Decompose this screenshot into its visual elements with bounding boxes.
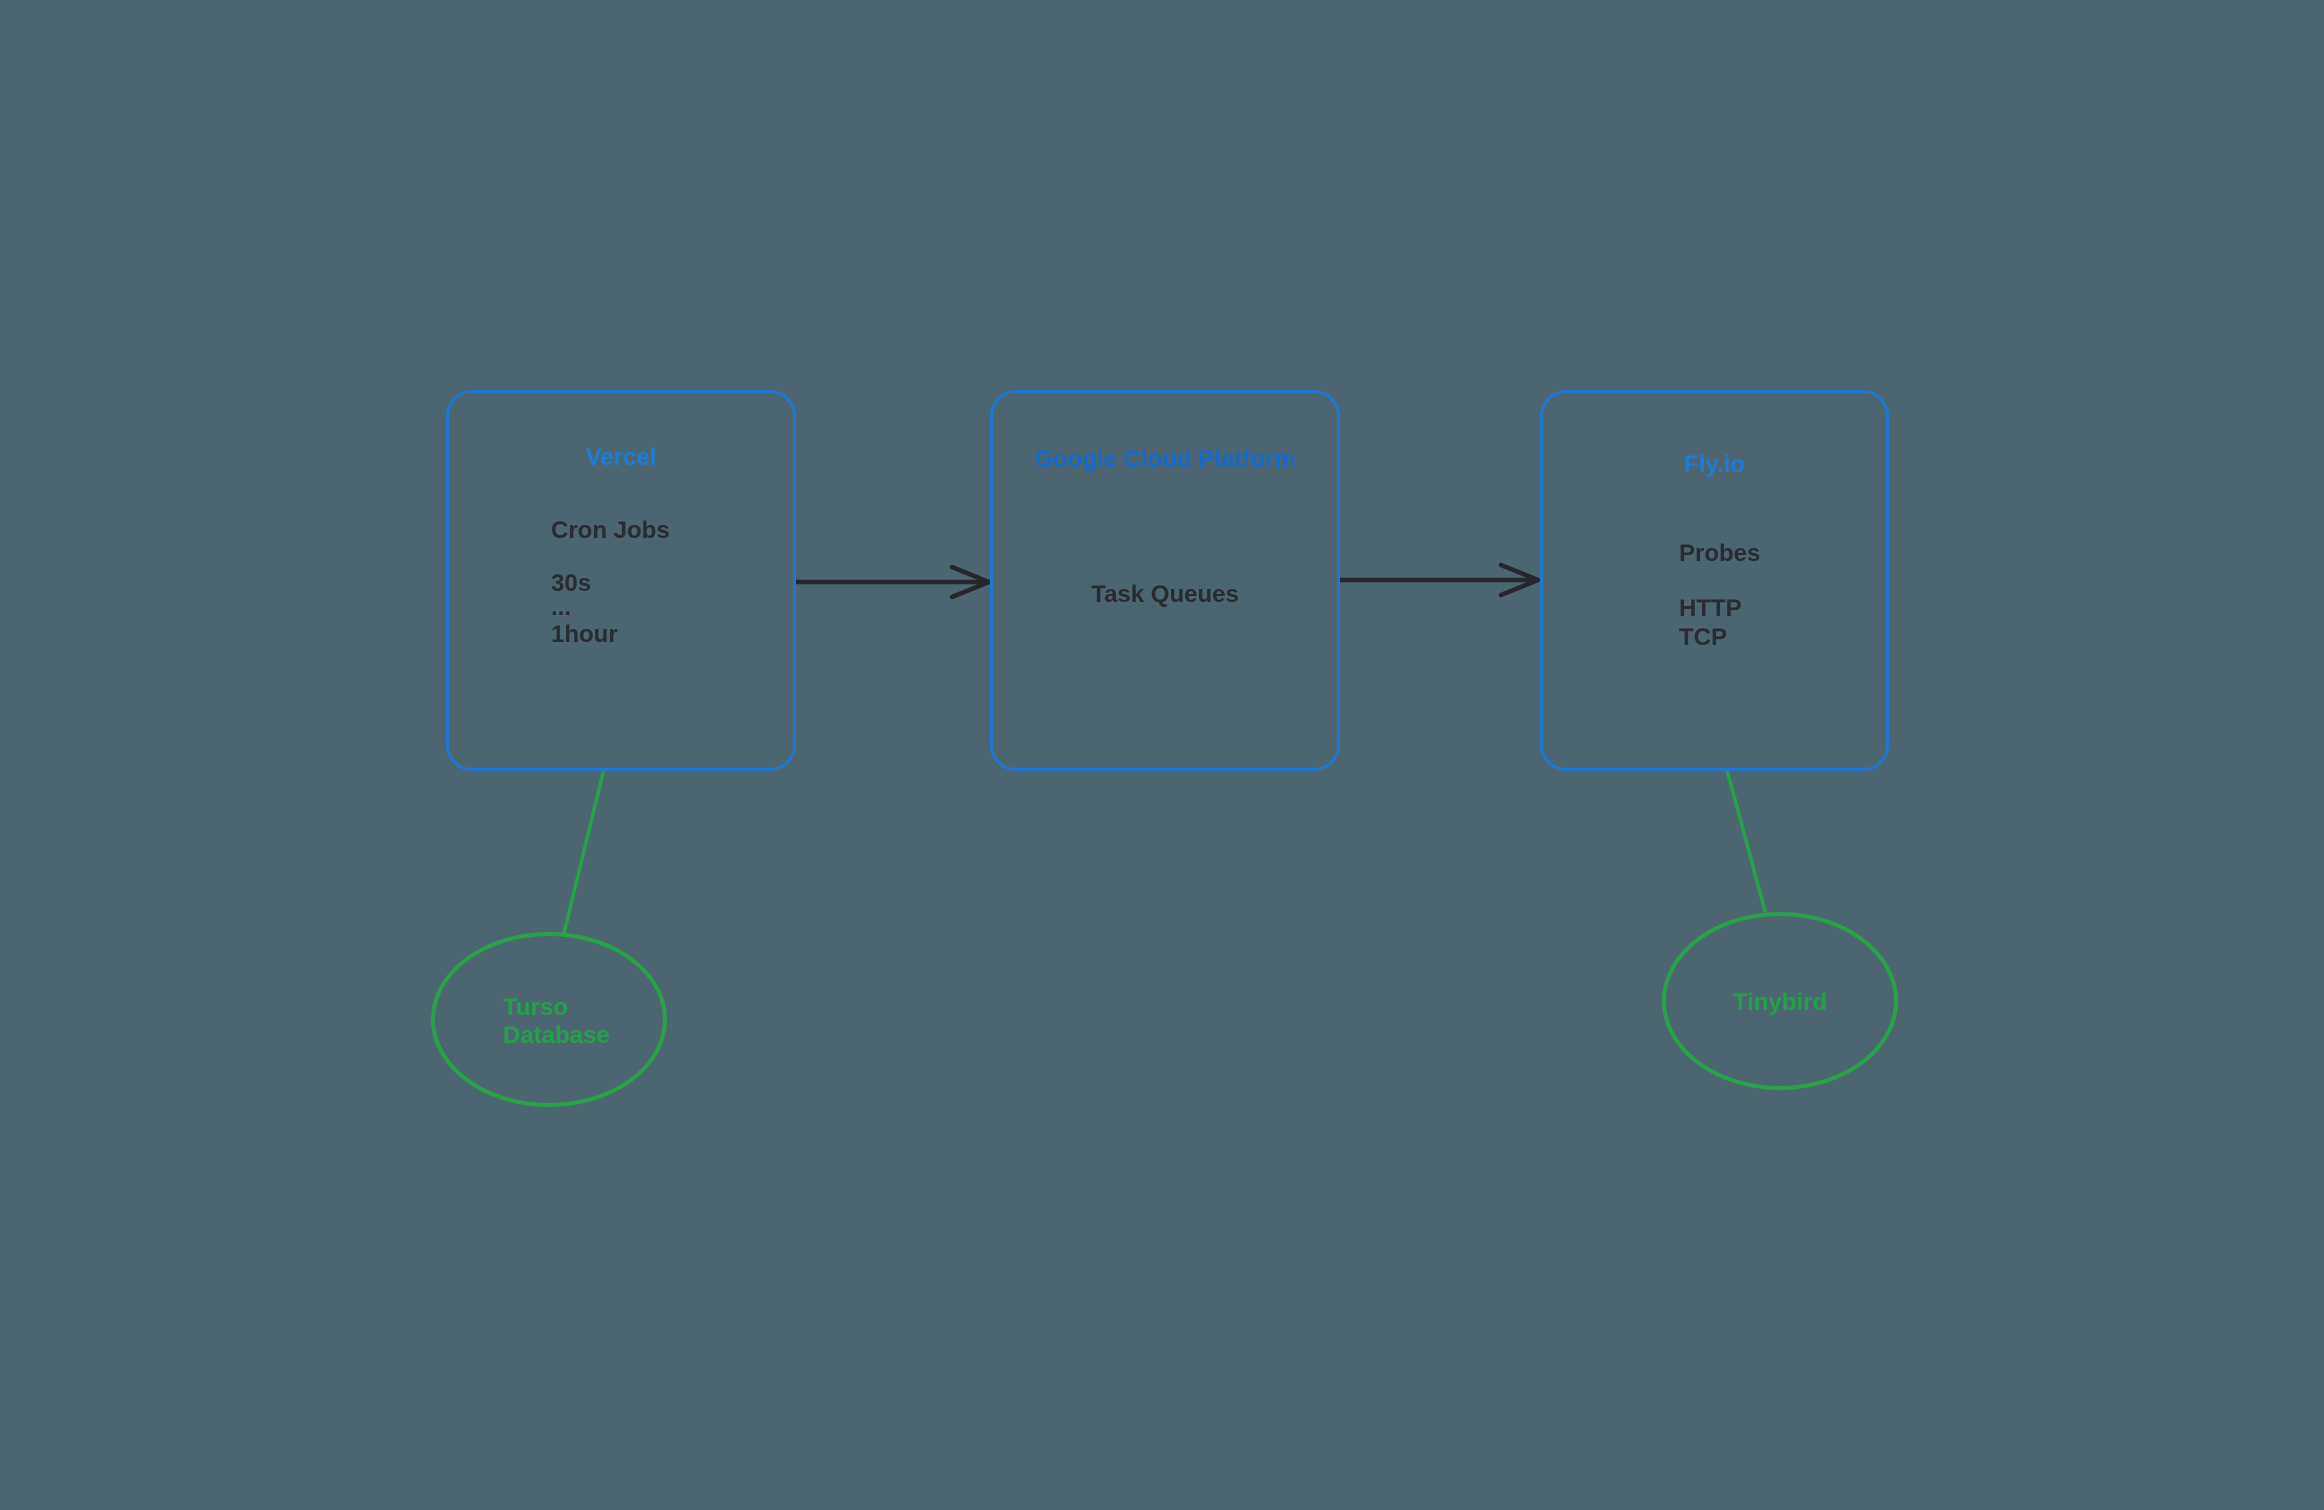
node-vercel-line-cron-jobs: Cron Jobs [551, 517, 670, 544]
node-flyio[interactable] [1540, 390, 1889, 771]
ellipse-tinybird[interactable] [1662, 912, 1898, 1090]
node-vercel[interactable] [446, 390, 796, 771]
arrowhead-icon [949, 564, 992, 600]
node-vercel-title: Vercel [585, 444, 657, 471]
edge-gcp-to-flyio[interactable] [1338, 562, 1541, 598]
node-gcp[interactable] [990, 390, 1340, 771]
node-flyio-line-http: HTTP [1679, 595, 1742, 622]
node-flyio-line-tcp: TCP [1679, 624, 1727, 651]
node-gcp-line-task-queues: Task Queues [1091, 581, 1239, 608]
node-flyio-title: Fly.io [1684, 451, 1745, 478]
node-vercel-line-1hour: 1hour [551, 621, 618, 648]
edge-vercel-to-turso[interactable] [562, 771, 605, 935]
node-flyio-line-probes: Probes [1679, 540, 1761, 567]
edge-flyio-to-tinybird[interactable] [1725, 768, 1767, 913]
arrowhead-icon [1498, 562, 1541, 598]
turso-label-line2: Database [503, 1022, 610, 1049]
tinybird-label: Tinybird [1732, 989, 1828, 1016]
node-gcp-title: Google Cloud Platform [1034, 446, 1296, 473]
node-vercel-line-30s: 30s [551, 570, 592, 597]
edge-vercel-to-gcp[interactable] [793, 564, 992, 600]
turso-label-line1: Turso [503, 994, 568, 1021]
node-vercel-line-ellipsis: ... [551, 594, 572, 621]
ellipse-turso-database[interactable] [431, 932, 667, 1107]
